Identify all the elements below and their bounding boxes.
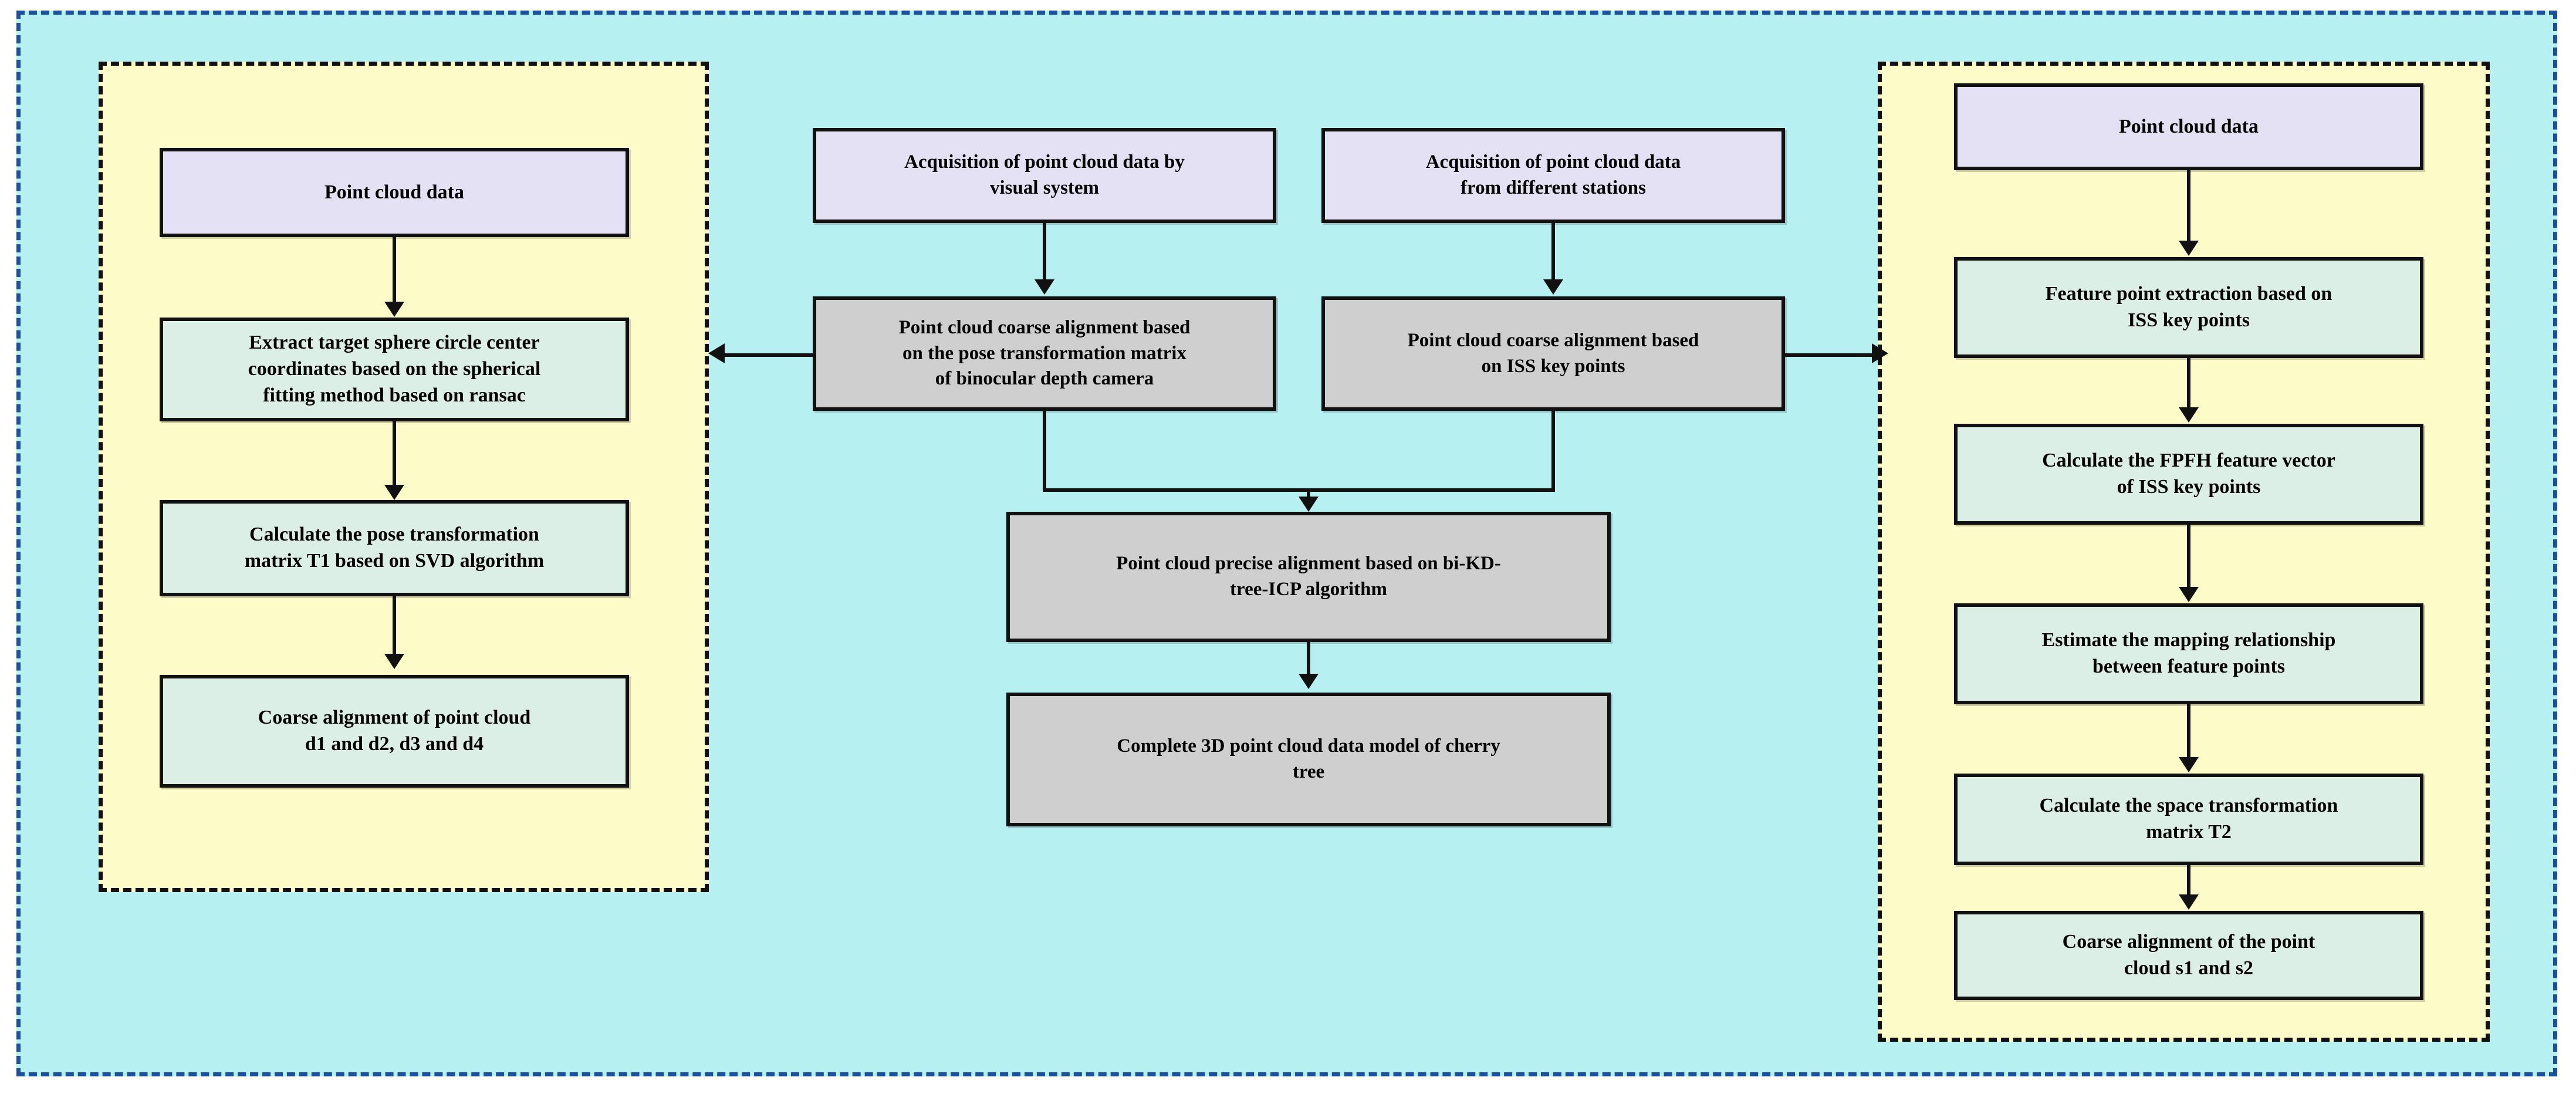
node-label: Calculate the space transformation matri… [2039,795,2338,843]
node-label: Feature point extraction based on ISS ke… [2045,283,2332,331]
node-label: Complete 3D point cloud data model of ch… [1117,735,1500,782]
node-coarse-align-iss-keypoints[interactable]: Point cloud coarse alignment based on IS… [1321,296,1785,411]
edge-c3-drop [1043,411,1046,492]
node-label: Coarse alignment of the point cloud s1 a… [2062,931,2315,979]
arrowhead-merge-c5 [1299,497,1319,512]
right-branch-region [1878,62,2490,1042]
node-acquisition-different-stations[interactable]: Acquisition of point cloud data from dif… [1321,128,1785,223]
edge-r5-r6 [2187,865,2190,896]
node-label: Acquisition of point cloud data from dif… [1425,151,1681,198]
node-left-point-cloud-data[interactable]: Point cloud data [160,148,629,237]
arrowhead-l1-l2 [384,302,404,317]
node-label: Point cloud coarse alignment based on IS… [1407,329,1699,377]
node-coarse-align-d1-d4[interactable]: Coarse alignment of point cloud d1 and d… [160,675,629,788]
node-label: Point cloud data [324,181,465,203]
arrowhead-c5-c6 [1299,674,1319,689]
arrowhead-c1-c3 [1035,279,1054,295]
arrowhead-r2-r3 [2179,407,2199,423]
node-acquisition-visual-system[interactable]: Acquisition of point cloud data by visua… [813,128,1276,223]
node-calculate-space-matrix-t2[interactable]: Calculate the space transformation matri… [1954,774,2423,865]
edge-c3-to-left-region [725,353,814,357]
node-label: Extract target sphere circle center coor… [248,332,541,406]
node-coarse-align-pose-matrix[interactable]: Point cloud coarse alignment based on th… [813,296,1276,411]
node-label: Calculate the FPFH feature vector of ISS… [2042,450,2335,498]
arrowhead-l2-l3 [384,485,404,500]
arrowhead-r4-r5 [2179,757,2199,772]
node-extract-sphere-center[interactable]: Extract target sphere circle center coor… [160,318,629,421]
node-feature-point-extraction[interactable]: Feature point extraction based on ISS ke… [1954,257,2423,358]
edge-merge-bus [1043,488,1555,492]
edge-l2-l3 [393,421,396,486]
node-label: Coarse alignment of point cloud d1 and d… [258,707,531,755]
edge-r1-r2 [2187,170,2190,242]
node-right-point-cloud-data[interactable]: Point cloud data [1954,83,2423,170]
edge-l1-l2 [393,237,396,303]
node-estimate-mapping-relationship[interactable]: Estimate the mapping relationship betwee… [1954,603,2423,704]
edge-c2-c4 [1551,223,1555,281]
edge-r4-r5 [2187,704,2190,758]
arrowhead-c3-left [708,343,725,363]
node-label: Point cloud coarse alignment based on th… [898,317,1191,390]
node-coarse-align-s1-s2[interactable]: Coarse alignment of the point cloud s1 a… [1954,911,2423,1000]
arrowhead-r5-r6 [2179,894,2199,910]
arrowhead-l3-l4 [384,654,404,669]
edge-c5-c6 [1307,642,1310,676]
arrowhead-r1-r2 [2179,241,2199,256]
arrowhead-r3-r4 [2179,587,2199,602]
node-label: Point cloud data [2118,115,2259,137]
edge-c1-c3 [1043,223,1046,281]
edge-r2-r3 [2187,358,2190,408]
edge-c4-drop [1551,411,1555,492]
node-label: Estimate the mapping relationship betwee… [2041,629,2336,677]
arrowhead-c4-right [1872,343,1888,363]
node-label: Point cloud precise alignment based on b… [1116,553,1501,600]
edge-c4-to-right-region [1784,353,1873,357]
node-complete-3d-model[interactable]: Complete 3D point cloud data model of ch… [1006,693,1611,826]
node-precise-align-bikdtree-icp[interactable]: Point cloud precise alignment based on b… [1006,512,1611,642]
node-label: Calculate the pose transformation matrix… [244,524,545,572]
edge-r3-r4 [2187,525,2190,588]
node-calculate-pose-matrix-t1[interactable]: Calculate the pose transformation matrix… [160,500,629,596]
node-label: Acquisition of point cloud data by visua… [904,151,1185,198]
arrowhead-c2-c4 [1543,279,1563,295]
edge-l3-l4 [393,596,396,655]
node-calculate-fpfh-vector[interactable]: Calculate the FPFH feature vector of ISS… [1954,424,2423,525]
